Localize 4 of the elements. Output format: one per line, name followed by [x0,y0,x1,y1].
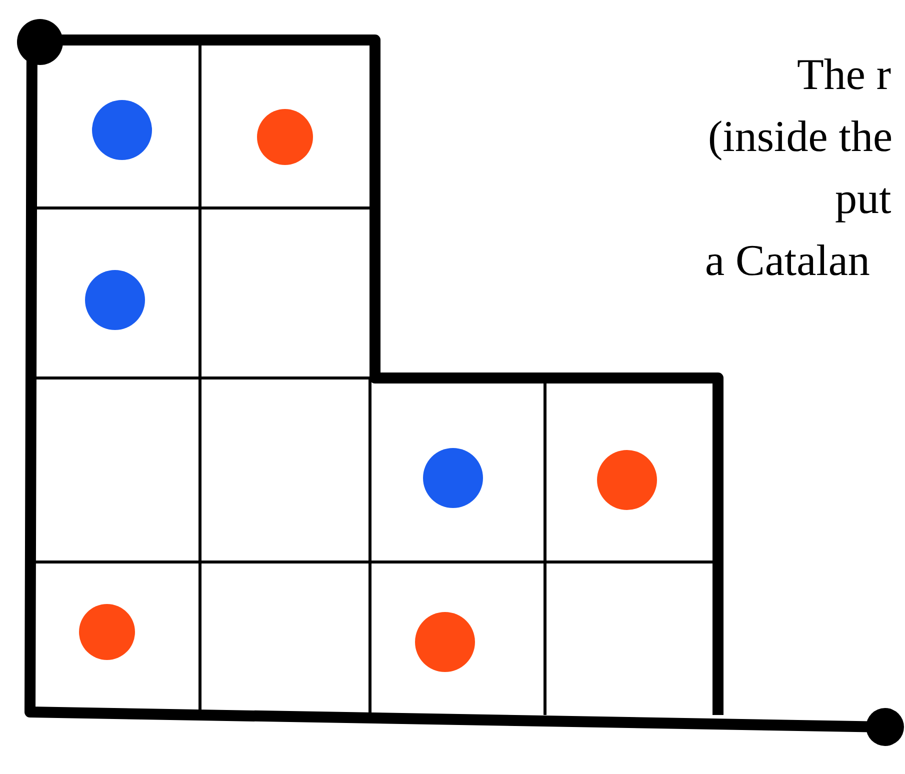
note-text: a Catalan [705,236,870,286]
note-text: The r [797,50,892,100]
note-text: put [835,174,892,224]
note-text: (inside the [708,112,893,162]
